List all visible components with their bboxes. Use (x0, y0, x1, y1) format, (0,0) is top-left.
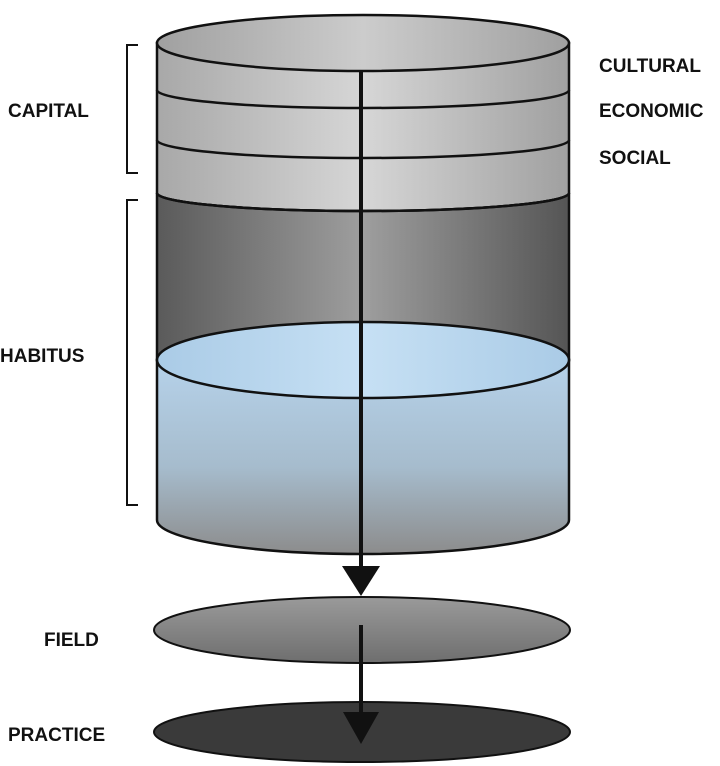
habitus-bracket (126, 199, 138, 506)
cylinder-top (155, 13, 571, 73)
flow-arrow-to-practice (343, 625, 379, 744)
capital-type-cultural: CULTURAL (599, 56, 701, 77)
capital-label: CAPITAL (8, 101, 89, 122)
practice-label: PRACTICE (8, 725, 105, 746)
capital-type-economic: ECONOMIC (599, 101, 704, 122)
flow-arrow-to-field (342, 70, 380, 596)
habitus-label: HABITUS (0, 346, 84, 367)
field-label: FIELD (44, 630, 99, 651)
capital-bracket (126, 44, 138, 174)
capital-type-social: SOCIAL (599, 148, 671, 169)
